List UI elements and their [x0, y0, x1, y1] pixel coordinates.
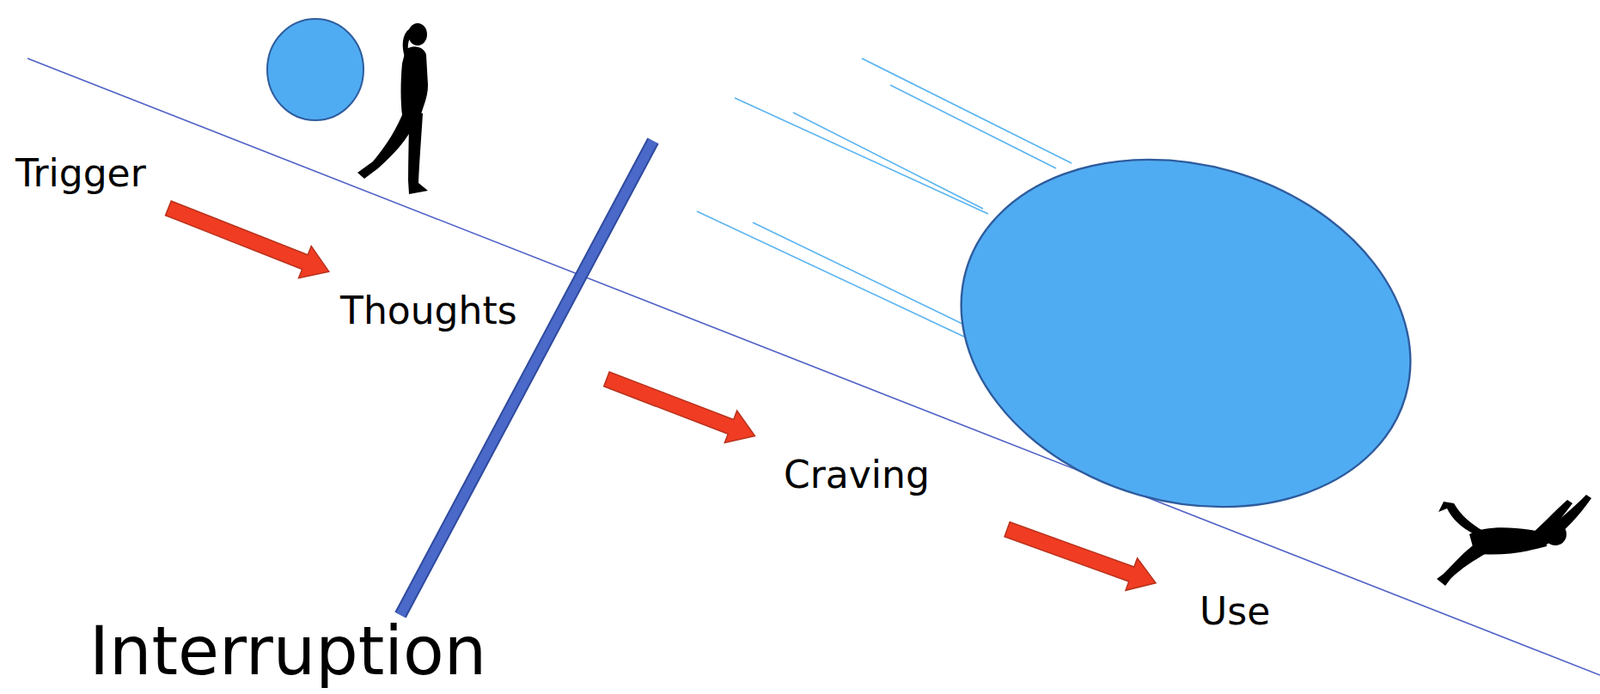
step-node: Use	[1196, 586, 1274, 638]
step-label: Thoughts	[340, 289, 518, 334]
big-ball	[919, 108, 1452, 558]
person-torso	[401, 46, 429, 116]
step-label: Use	[1199, 590, 1271, 635]
person-arm	[1532, 500, 1573, 542]
flow-arrow	[1004, 522, 1156, 592]
slope-line	[27, 58, 1600, 676]
person-leg	[1438, 501, 1484, 535]
motion-line	[734, 97, 989, 214]
step-label: Craving	[783, 453, 930, 498]
motion-line	[861, 58, 1072, 164]
flow-arrow	[604, 372, 756, 444]
step-label: Trigger	[15, 152, 147, 196]
motion-line	[752, 222, 965, 325]
stage-label: Interruption	[89, 617, 487, 685]
step-node: Craving	[780, 450, 934, 501]
walking-person	[357, 23, 428, 195]
step-node: Thoughts	[336, 286, 521, 337]
motion-line	[793, 112, 984, 209]
step-node: Trigger	[12, 148, 150, 200]
person-leg	[1436, 543, 1487, 587]
motion-line	[890, 85, 1057, 169]
person-arm	[403, 53, 417, 109]
falling-person	[1436, 494, 1592, 587]
motion-line	[696, 211, 965, 337]
small-ball	[267, 18, 364, 121]
person-leg	[408, 113, 428, 195]
flow-arrow	[165, 201, 330, 279]
